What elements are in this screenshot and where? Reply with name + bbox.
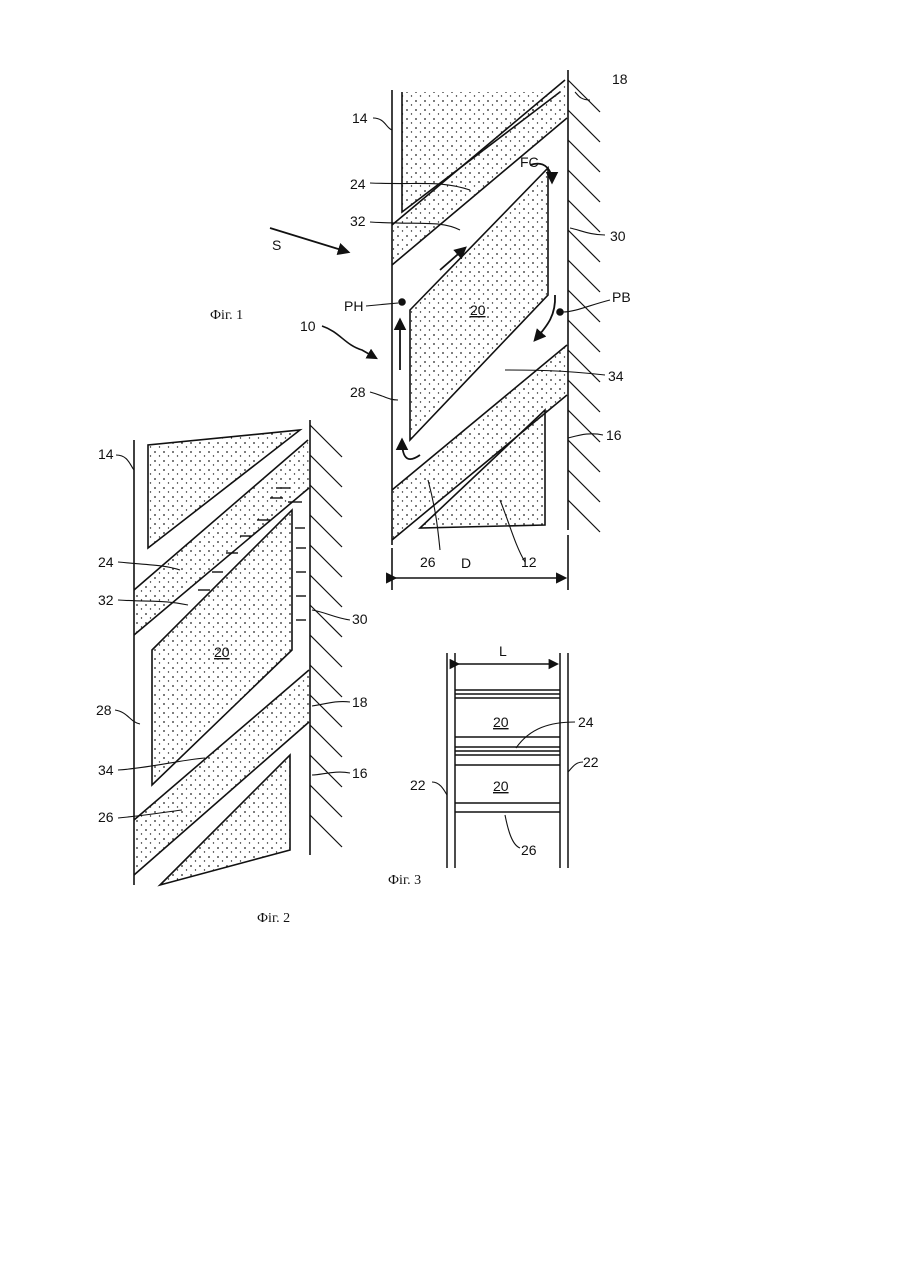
fig3-label-22-left: 22: [410, 777, 426, 793]
fig2-label-34: 34: [98, 762, 114, 778]
fig1-wall-hatching: [568, 80, 600, 532]
fig1-label-28: 28: [350, 384, 366, 400]
figure-3: [432, 653, 583, 868]
fig2-label-16: 16: [352, 765, 368, 781]
fig1-label-14: 14: [352, 110, 368, 126]
fig1-label-20: 20: [470, 302, 486, 318]
fig3-label-20-bottom: 20: [493, 778, 509, 794]
fig2-label-30: 30: [352, 611, 368, 627]
fig1-point-pb: [557, 309, 563, 315]
figure-1: [270, 70, 610, 590]
fig1-label-pb: PB: [612, 289, 631, 305]
fig2-label-24: 24: [98, 554, 114, 570]
fig1-label-26: 26: [420, 554, 436, 570]
fig1-caption: Фіг. 1: [210, 308, 243, 323]
fig1-10-arrow: [322, 326, 376, 358]
fig2-wall-hatching: [310, 425, 342, 847]
fig2-label-26: 26: [98, 809, 114, 825]
fig3-label-22-right: 22: [583, 754, 599, 770]
fig3-label-l: L: [499, 643, 507, 659]
fig3-caption: Фіг. 3: [388, 873, 421, 888]
fig3-label-24: 24: [578, 714, 594, 730]
fig1-s-arrow: [270, 228, 348, 252]
fig2-label-14: 14: [98, 446, 114, 462]
fig2-label-18: 18: [352, 694, 368, 710]
fig1-label-10: 10: [300, 318, 316, 334]
fig1-label-16: 16: [606, 427, 622, 443]
fig2-label-20: 20: [214, 644, 230, 660]
fig1-label-30: 30: [610, 228, 626, 244]
fig1-label-34: 34: [608, 368, 624, 384]
fig1-label-32: 32: [350, 213, 366, 229]
fig1-label-d: D: [461, 555, 471, 571]
fig1-label-24: 24: [350, 176, 366, 192]
fig2-label-32: 32: [98, 592, 114, 608]
fig2-label-28: 28: [96, 702, 112, 718]
fig3-label-26: 26: [521, 842, 537, 858]
fig1-label-s: S: [272, 237, 281, 253]
fig1-label-ph: PH: [344, 298, 363, 314]
fig1-point-ph: [399, 299, 405, 305]
fig1-label-18: 18: [612, 71, 628, 87]
fig1-label-12: 12: [521, 554, 537, 570]
fig1-label-fc: FC: [520, 154, 539, 170]
figure-2: [115, 420, 350, 885]
fig3-label-20-top: 20: [493, 714, 509, 730]
fig2-caption: Фіг. 2: [257, 911, 290, 926]
